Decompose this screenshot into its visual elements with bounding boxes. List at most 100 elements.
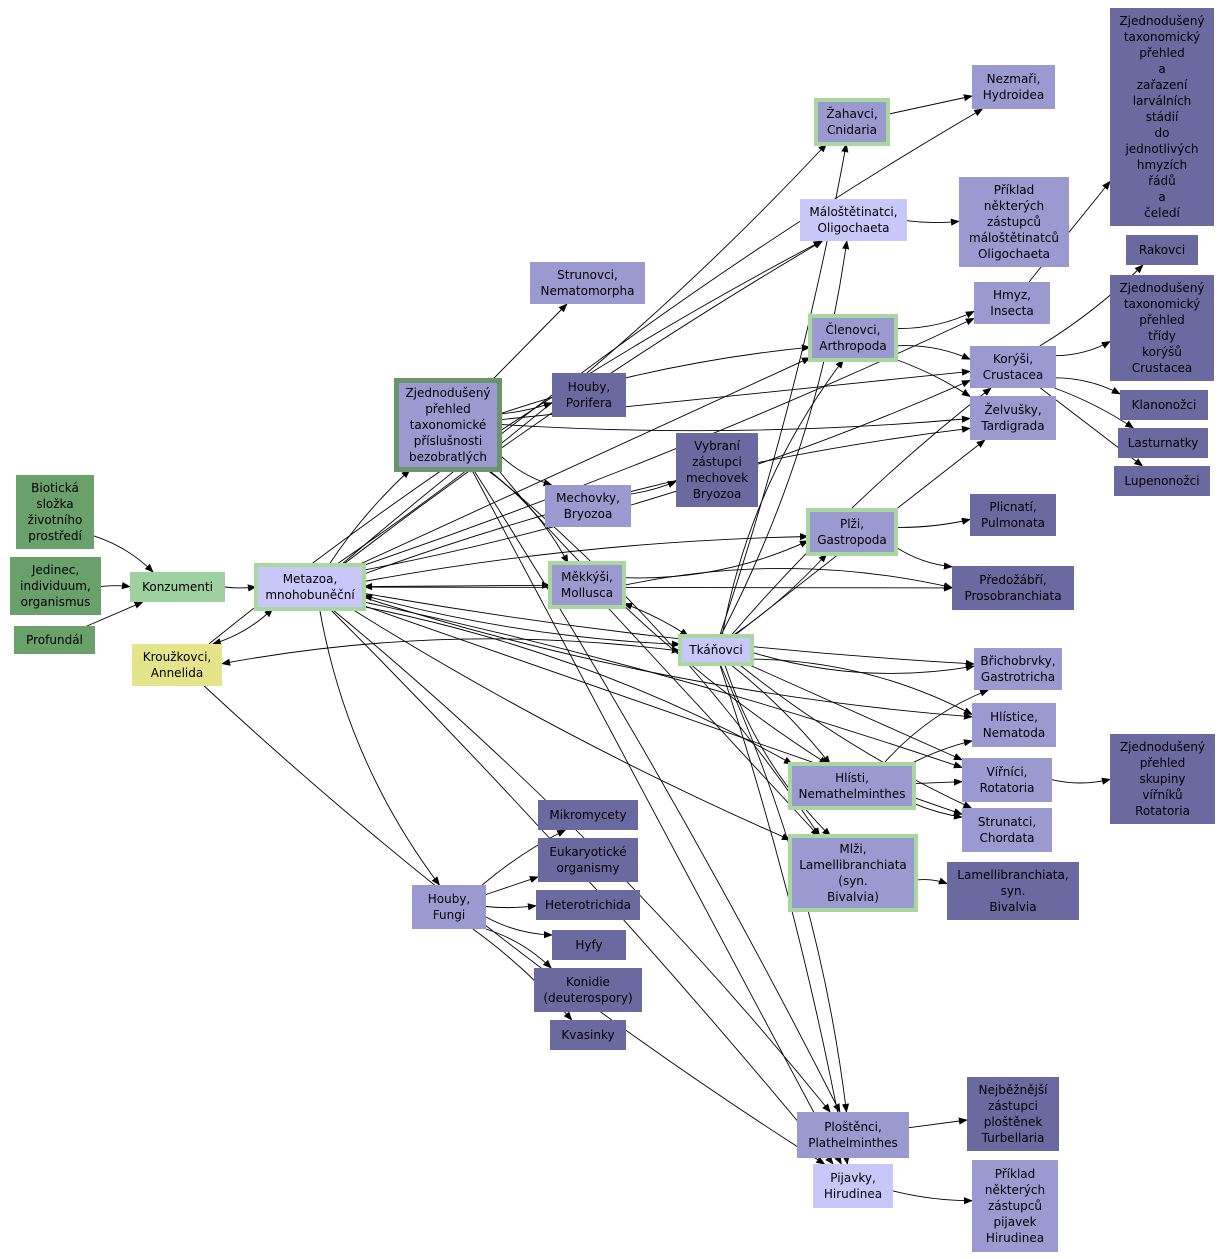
edge-metazoa-to-mekkysi [363,581,551,591]
node-box [412,885,486,929]
node-label: složka [36,497,73,511]
node-lasturnatky[interactable]: Lasturnatky [1118,428,1208,458]
node-profundal[interactable]: Profundál [14,626,95,654]
node-box [967,1077,1059,1151]
node-box [974,282,1050,324]
node-label: životního [28,513,83,527]
node-prehled_virniku[interactable]: ZjednodušenýpřehledskupinyvířníkůRotator… [1110,734,1215,824]
node-label: pijavek [993,1215,1036,1229]
node-mikromycety[interactable]: Mikromycety [538,800,638,830]
edge-metazoa-to-korysi [363,380,971,571]
node-heterotrichida[interactable]: Heterotrichida [536,890,640,920]
node-metazoa[interactable]: Metazoa,mnohobuněční [254,563,366,611]
node-malostetinatci[interactable]: Máloštětinatci,Oligochaeta [800,199,907,241]
edge-hlisti-to-hlistice [910,739,973,765]
edge-prehled_bezobratlych-to-zelvusky [499,415,971,432]
node-label: Žahavci, [826,106,877,121]
node-korysi[interactable]: Korýši,Crustacea [970,346,1056,388]
node-label: Hlístice, [990,710,1038,724]
node-strunovci[interactable]: Strunovci,Nematomorpha [530,262,645,304]
node-box [947,862,1079,920]
node-priklad_malostetinatcu[interactable]: PříkladněkterýchzástupcůmáloštětinatcůOl… [959,177,1069,267]
node-lupenonozci[interactable]: Lupenonožci [1114,466,1210,496]
node-label: Konidie [566,975,610,989]
edge-houby_fungi-to-mikromycety [481,829,567,886]
node-zelvusky[interactable]: Želvušky,Tardigrada [970,396,1056,440]
node-plicnati[interactable]: Plicnatí,Pulmonata [970,494,1056,536]
node-mekkysi[interactable]: Měkkýši,Mollusca [548,561,626,609]
node-box [1118,428,1208,458]
node-label: Bivalvia [989,900,1036,914]
node-label: Klanonožci [1132,398,1197,412]
node-box [972,703,1056,747]
edge-metazoa-to-predozabri [363,584,953,592]
node-plostenci[interactable]: Ploštěnci,Plathelminthes [797,1112,909,1158]
node-houby_fungi[interactable]: Houby,Fungi [412,885,486,929]
node-box [676,433,758,507]
node-houby_porifera[interactable]: Houby,Porifera [552,373,626,417]
edge-hmyz-to-prehled_hmyz [1028,180,1111,283]
node-box [545,485,631,527]
edge-zahavci-to-nezmari [887,94,973,115]
node-kvasinky[interactable]: Kvasinky [550,1020,626,1050]
edge-prehled_bezobratlych-to-clenovci [499,344,811,415]
node-konidie[interactable]: Konidie(deuterospory) [534,968,642,1012]
node-predozabri[interactable]: Předožábří,Prosobranchiata [952,566,1074,610]
node-tkanovci[interactable]: Tkáňovci [678,634,754,666]
node-label: zástupců [988,1199,1042,1213]
edge-metazoa-to-pijavky [329,608,834,1165]
node-klanonozci[interactable]: Klanonožci [1120,390,1208,420]
node-krouzkovci[interactable]: Kroužkovci,Annelida [132,644,222,686]
node-label: Hydroidea [983,88,1044,102]
node-label: Příklad [995,1167,1036,1181]
node-box [530,262,645,304]
node-box [552,565,622,605]
node-clenovci[interactable]: Členovci,Arthropoda [808,314,898,362]
node-hmyz[interactable]: Hmyz,Insecta [974,282,1050,324]
node-lamellibranchiata[interactable]: Lamellibranchiata,syn.Bivalvia [947,862,1079,920]
node-prehled_korysu[interactable]: Zjednodušenýtaxonomickýpřehledtřídykorýš… [1110,275,1214,381]
node-hlisti[interactable]: Hlísti,Nemathelminthes [788,762,916,810]
node-hlistice[interactable]: Hlístice,Nematoda [972,703,1056,747]
node-hyfy[interactable]: Hyfy [552,930,626,960]
node-prehled_bezobratlych[interactable]: Zjednodušenýpřehledtaxonomicképříslušnos… [394,378,502,472]
edge-clenovci-to-korysi [895,345,971,360]
node-rakovci[interactable]: Rakovci [1126,235,1198,265]
node-label: Hirudinea [824,1187,882,1201]
node-label: Jedinec, [31,563,79,577]
node-prehled_hmyz[interactable]: Zjednodušenýtaxonomickýpřehledazařazeníl… [1110,8,1214,226]
node-label: organismy [556,861,619,875]
node-label: prostředí [28,529,82,543]
node-mechovky[interactable]: Mechovky,Bryozoa [545,485,631,527]
node-zahavci[interactable]: Žahavci,Cnidaria [814,98,890,146]
node-label: Metazoa, [283,572,338,586]
node-konzumenti[interactable]: Konzumenti [130,572,225,602]
node-box [1126,235,1198,265]
node-strunatci[interactable]: Strunatci,Chordata [962,808,1052,852]
node-jedinec[interactable]: Jedinec,individuum,organismus [10,557,101,615]
node-box [1120,390,1208,420]
node-label: larválních [1133,94,1192,108]
node-mlzi[interactable]: Mlži,Lamellibranchiata(syn.Bivalvia) [788,834,918,912]
node-box [972,65,1055,109]
edge-korysi-to-lasturnatky [1054,387,1135,429]
node-label: taxonomické [410,418,487,432]
node-label: Plži, [840,517,864,531]
node-box [792,838,914,908]
node-label: bezobratlých [409,450,487,464]
node-label: Měkkýši, [561,570,613,584]
edge-prehled_bezobratlych-to-houby_porifera [499,402,553,415]
node-label: máloštětinatců [969,231,1059,245]
node-plzi[interactable]: Plži,Gastropoda [806,508,898,556]
node-brichobrvky[interactable]: Břichobrvky,Gastrotricha [974,648,1062,690]
node-virnici[interactable]: Vířníci,Rotatoria [962,758,1052,802]
node-label: Nezmaři, [987,72,1041,86]
node-nezmari[interactable]: Nezmaři, Hydroidea [972,65,1055,109]
node-label: Porifera [566,396,612,410]
node-pijavky[interactable]: Pijavky,Hirudinea [813,1164,893,1208]
